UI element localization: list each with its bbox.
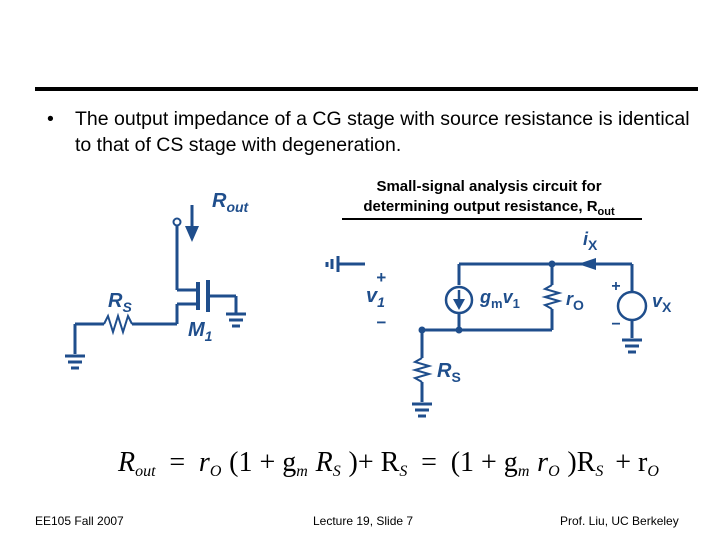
rout-arrow-head [185, 226, 199, 242]
eq-p2d-sub: O [647, 463, 659, 480]
title-rule [35, 87, 698, 91]
ro-label: rO [566, 289, 584, 313]
eq-p2: (1 + g [451, 447, 518, 478]
footer-slide-number: Lecture 19, Slide 7 [313, 514, 414, 528]
eq-p2-sub: m [518, 463, 530, 480]
eq-r1: r [199, 447, 210, 478]
eq-equals-1: = [169, 447, 185, 478]
left-circuit-labels: Rout RS M1 [108, 190, 250, 344]
circuit-caption: Small-signal analysis circuit for determ… [330, 177, 648, 222]
caption-line-2-sub: out [597, 206, 615, 218]
node-top [548, 260, 556, 268]
output-terminal [172, 217, 182, 227]
ix-arrow-head [578, 258, 596, 270]
v1-label: v1 [366, 285, 385, 310]
rs-small-resistor [411, 357, 433, 383]
rs-label: RS [108, 290, 132, 315]
output-resistance-equation: Rout = rO (1 + gm RS )+ RS = (1 + gm rO … [117, 446, 659, 482]
footer-author: Prof. Liu, UC Berkeley [560, 514, 679, 528]
eq-p2c: )R [567, 447, 595, 478]
gm-label: gmv1 [479, 287, 520, 311]
rs-resistor [103, 312, 133, 336]
ix-label: iX [583, 229, 598, 253]
vx-voltage-source [616, 290, 648, 322]
eq-p1b-sub: S [333, 463, 341, 480]
eq-p1c-sub: S [399, 463, 407, 480]
caption-line-2: determining output resistance, Rout [330, 197, 648, 222]
eq-p2b-sub: O [548, 463, 560, 480]
vx-plus: + [611, 278, 620, 295]
eq-p1: (1 + g [229, 447, 296, 478]
caption-line-2-text: determining output resistance, R [363, 198, 598, 215]
eq-equals-2: = [421, 447, 437, 478]
vx-label: vX [652, 291, 672, 315]
m1-label: M1 [188, 319, 213, 344]
v1-plus: + [376, 268, 386, 287]
ro-resistor [541, 284, 563, 310]
eq-p1-sub: m [296, 463, 308, 480]
eq-r1-sub: O [210, 463, 222, 480]
right-circuit-marks [418, 258, 596, 334]
right-circuit [325, 256, 648, 418]
v1-minus: − [376, 313, 386, 332]
rout-label: Rout [212, 190, 250, 215]
vx-minus: − [611, 316, 620, 333]
eq-p2c-sub: S [595, 463, 603, 480]
right-circuit-labels: iX + v1 − gmv1 rO + vX − RS [366, 229, 672, 385]
caption-line-1: Small-signal analysis circuit for [376, 178, 602, 195]
eq-p1c: )+ R [349, 447, 400, 478]
footer-course: EE105 Fall 2007 [35, 514, 124, 528]
node-gm-bottom [455, 326, 463, 334]
eq-p2b: r [537, 447, 548, 478]
caption-underline [342, 218, 642, 220]
eq-p2d: + r [615, 447, 648, 478]
eq-lhs: R [117, 447, 135, 478]
bullet-symbol: • [47, 108, 54, 130]
eq-lhs-sub: out [135, 463, 156, 480]
left-circuit [65, 205, 246, 370]
node-bottom [418, 326, 426, 334]
eq-p1b: R [315, 447, 333, 478]
bullet-text: The output impedance of a CG stage with … [75, 108, 690, 156]
gm-arrow-head [453, 299, 465, 310]
rs-right-label: RS [437, 360, 461, 385]
